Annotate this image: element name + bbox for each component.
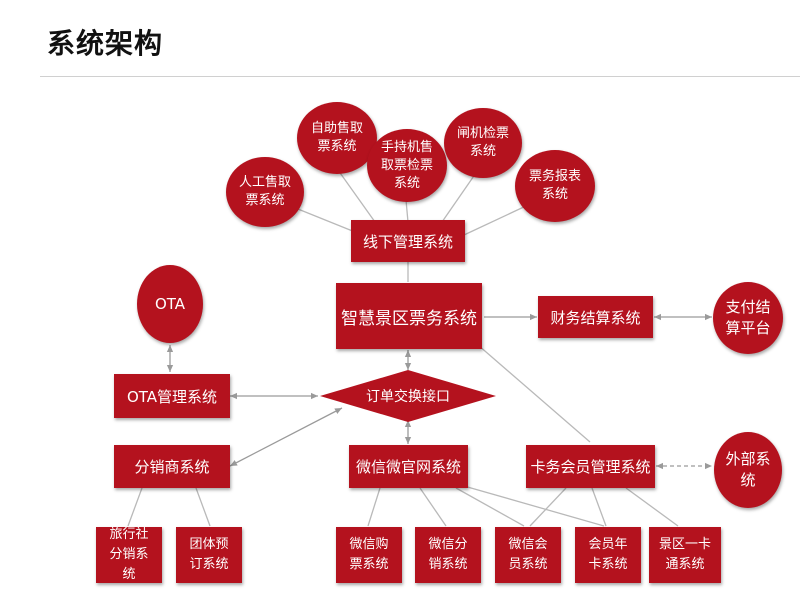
connector-wechat-distrib (419, 487, 447, 527)
title-divider (40, 76, 800, 77)
wechat-site-node: 微信微官网系统 (349, 445, 468, 488)
connector-report-offline (463, 204, 529, 236)
wechat-member-node: 微信会员系统 (495, 527, 561, 583)
distributor-node: 分销商系统 (114, 445, 230, 488)
connector-manual-offline (287, 204, 356, 233)
payment-platform-node: 支付结算平台 (713, 282, 783, 354)
group-booking-node: 团体预订系统 (176, 527, 242, 583)
external-system-node: 外部系统 (714, 432, 782, 508)
connector-wechat-member (455, 487, 525, 527)
connector-selfservice-offline (337, 169, 376, 223)
annual-card-node: 会员年卡系统 (575, 527, 641, 583)
connector-card-onecard (625, 487, 679, 527)
connector-card-annual (591, 487, 607, 527)
connector-card-member (529, 487, 567, 527)
core-ticketing-node: 智慧景区票务系统 (336, 283, 482, 349)
connector-wechat-annual (463, 485, 605, 527)
ticket-report-node: 票务报表系统 (515, 150, 595, 222)
manual-ticketing-node: 人工售取票系统 (226, 157, 304, 227)
connector-interface-distributor (229, 407, 343, 467)
connector-distributor-group (195, 487, 211, 527)
page-title: 系统架构 (47, 27, 164, 60)
handheld-ticketing-node: 手持机售取票检票系统 (367, 129, 447, 202)
connector-handheld-offline (405, 199, 409, 223)
connector-core-card (477, 344, 591, 443)
finance-settlement-node: 财务结算系统 (538, 296, 653, 338)
wechat-distribution-node: 微信分销系统 (415, 527, 481, 583)
order-interface-label: 订单交换接口 (366, 389, 450, 405)
order-interface-diamond (320, 370, 496, 422)
connector-wechat-buy (367, 487, 381, 527)
connector-gate-offline (441, 169, 479, 223)
gate-checking-node: 闸机检票系统 (444, 108, 522, 178)
self-service-ticketing-node: 自助售取票系统 (297, 102, 377, 174)
ota-node: OTA (137, 265, 203, 343)
card-member-node: 卡务会员管理系统 (526, 445, 655, 488)
offline-management-node: 线下管理系统 (351, 220, 465, 262)
one-card-node: 景区一卡通系统 (649, 527, 721, 583)
connector-distributor-travel (127, 487, 143, 527)
travel-agency-node: 旅行社分销系统 (96, 527, 162, 583)
ota-management-node: OTA管理系统 (114, 374, 230, 418)
wechat-ticketing-node: 微信购票系统 (336, 527, 402, 583)
